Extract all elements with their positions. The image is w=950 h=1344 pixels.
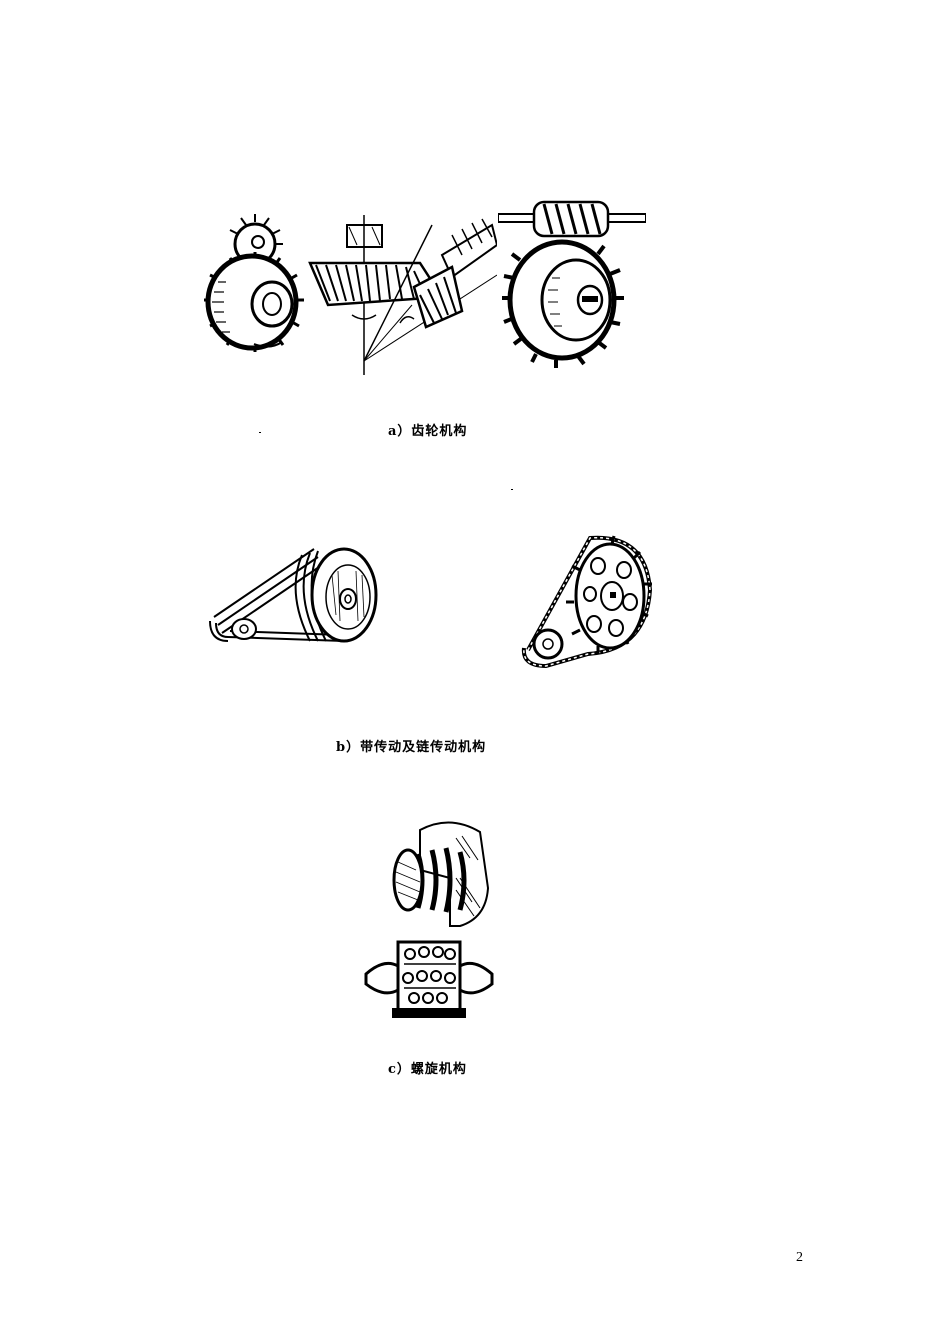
screw-nut-illustration <box>392 821 490 927</box>
scan-speck <box>511 489 513 490</box>
figure-b-caption: b）带传动及链传动机构 <box>336 740 487 755</box>
ball-screw-illustration <box>364 940 494 1018</box>
spur-gear-pair-illustration <box>204 214 304 352</box>
page-number: 2 <box>796 1250 803 1265</box>
scan-speck <box>259 432 261 433</box>
worm-gear-illustration <box>498 200 646 368</box>
figure-a-caption: a）齿轮机构 <box>388 424 468 439</box>
chain-drive-illustration <box>521 535 653 669</box>
belt-drive-illustration <box>209 547 378 643</box>
bevel-gear-pair-illustration <box>308 215 497 375</box>
figure-c-caption: c）螺旋机构 <box>388 1062 467 1077</box>
